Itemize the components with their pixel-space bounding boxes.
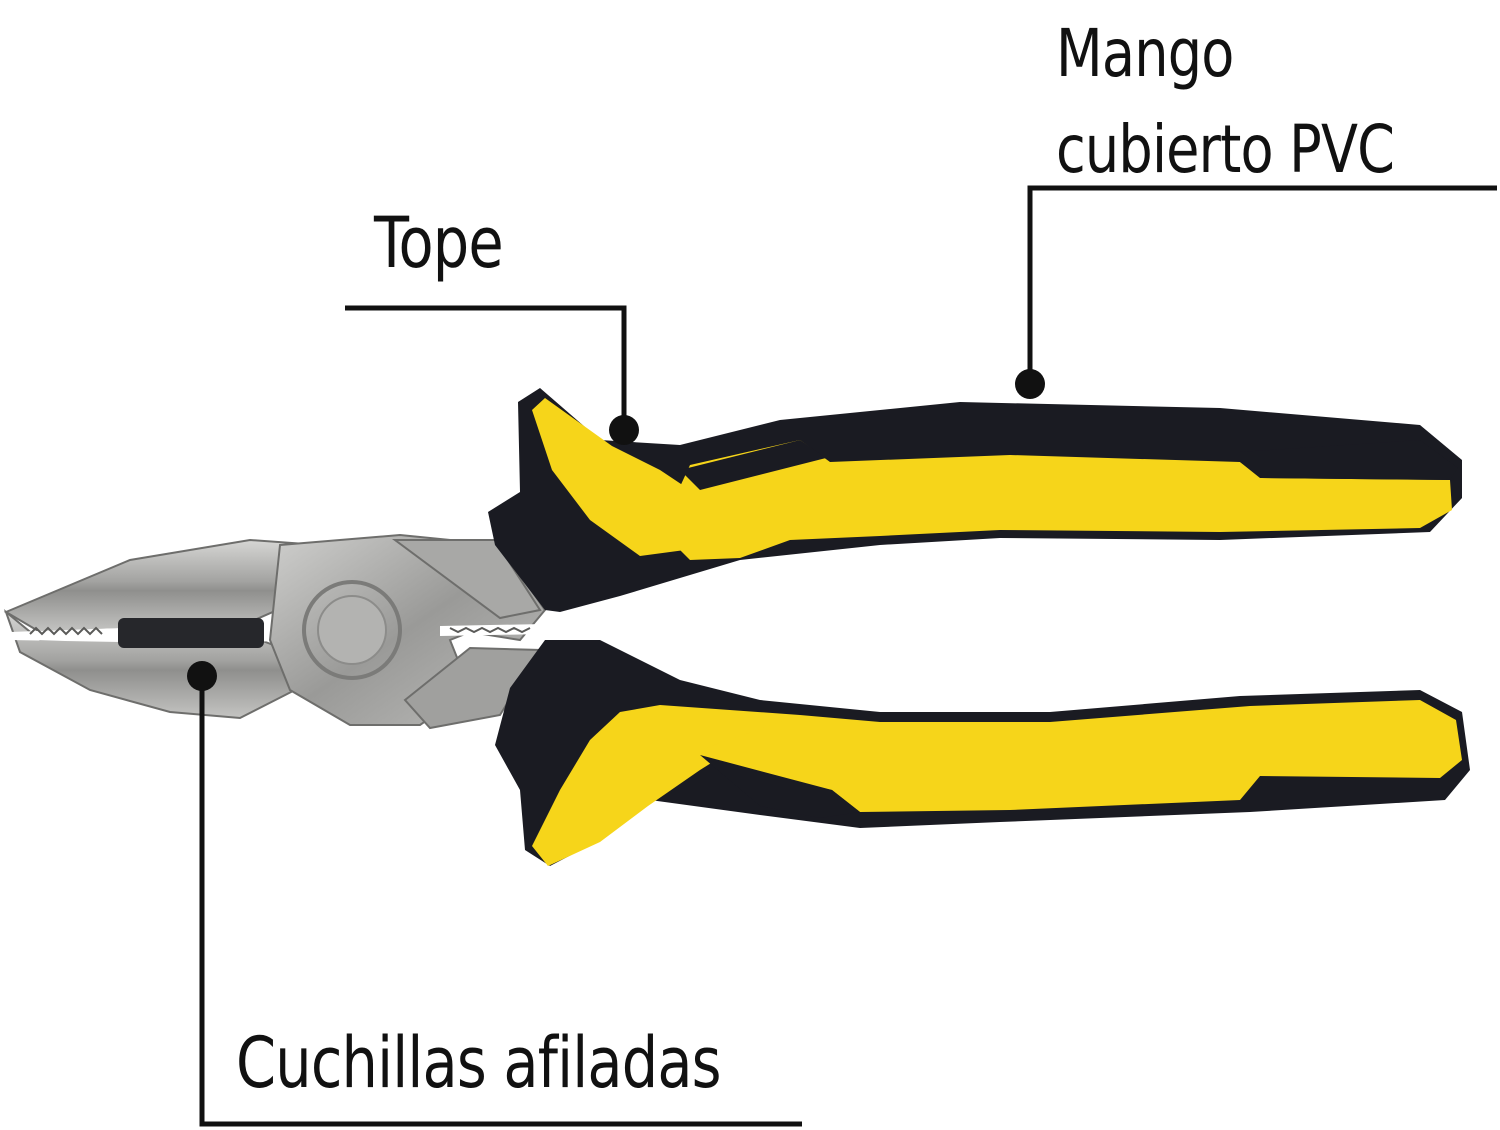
handle-callout-line — [1027, 185, 1497, 384]
upper-handle — [488, 388, 1462, 612]
pliers-head — [3, 533, 547, 730]
blades-callout-label: Cuchillas afiladas — [236, 1022, 722, 1104]
stop-callout-label: Tope — [374, 202, 504, 284]
stop-callout-dot — [609, 415, 639, 445]
handle-callout-dot — [1015, 369, 1045, 399]
handle-callout-label: Mango cubierto PVC — [1056, 6, 1395, 198]
blades-callout-dot — [187, 661, 217, 691]
lower-handle — [495, 640, 1470, 866]
blades-callout-line — [199, 676, 802, 1127]
handle-label-line2: cubierto PVC — [1056, 111, 1395, 188]
handle-label-line1: Mango — [1056, 15, 1234, 92]
callout-lines — [199, 185, 1497, 1127]
stop-callout-line — [345, 305, 627, 428]
